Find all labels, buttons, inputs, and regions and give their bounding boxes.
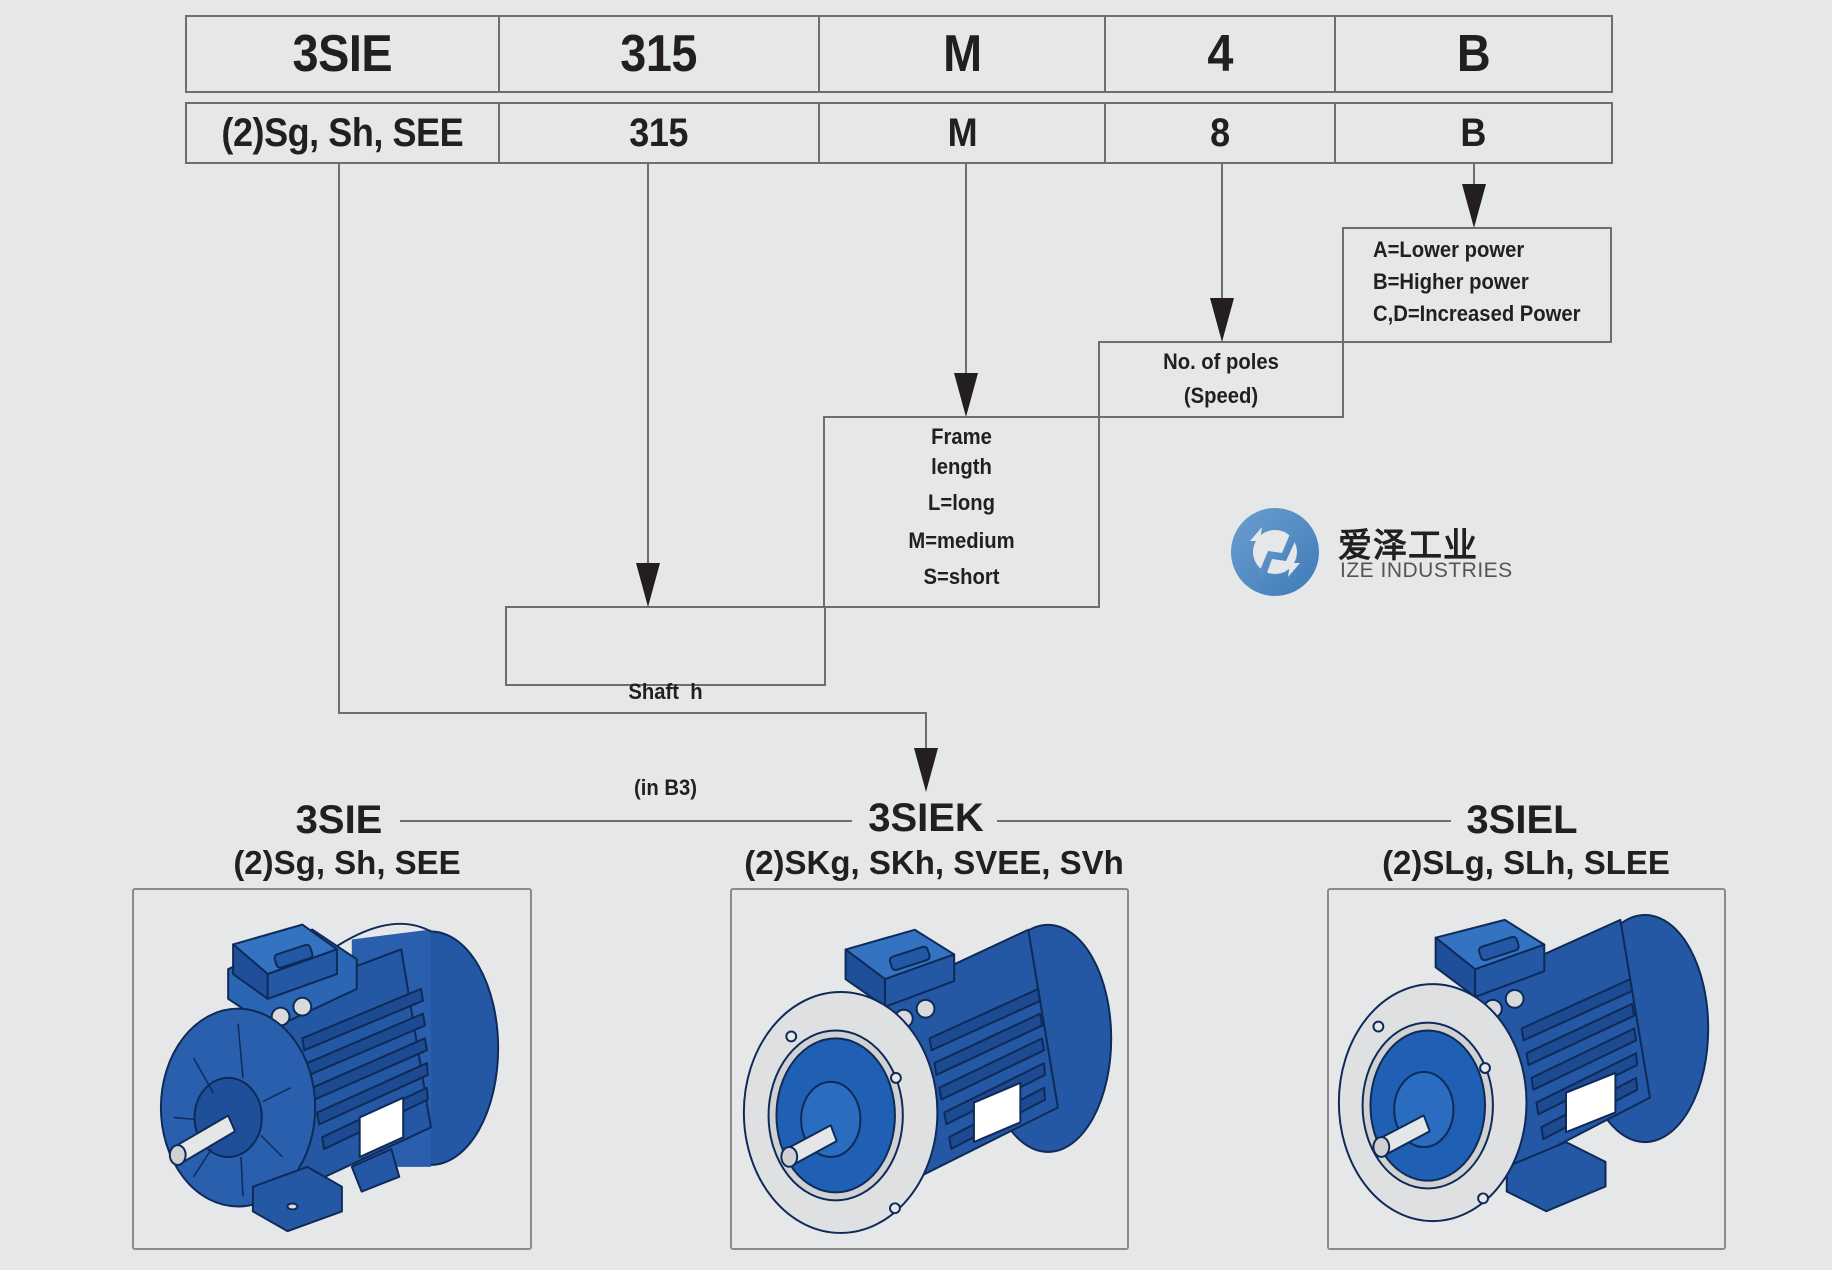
arrow-to-frame bbox=[954, 373, 978, 417]
power-legend: A=Lower power B=Higher power C,D=Increas… bbox=[1373, 234, 1581, 330]
code-poles: 4 bbox=[1105, 16, 1335, 92]
frame-option-medium: M=medium bbox=[908, 528, 1015, 553]
code-poles-value: 4 bbox=[1207, 25, 1233, 83]
poles-label: No. of poles bbox=[1163, 349, 1279, 374]
power-option-a: A=Lower power bbox=[1373, 237, 1525, 262]
code-row-1-frame bbox=[185, 15, 1613, 93]
series-title-3siek: 3SIEK bbox=[868, 796, 984, 840]
code-shaft-height: 315 bbox=[499, 16, 819, 92]
poles-box-frame bbox=[1098, 341, 1344, 418]
code-row-2-frame bbox=[185, 102, 1613, 164]
alt-code-power-value: B bbox=[1460, 110, 1487, 155]
code-series-value: 3SIE bbox=[292, 25, 393, 83]
code-shaft-value: 315 bbox=[620, 25, 698, 83]
shaft-sublabel: (in B3) bbox=[634, 775, 697, 800]
code-power: B bbox=[1335, 16, 1612, 92]
logo-name-en: IZE INDUSTRIES bbox=[1340, 559, 1513, 582]
arrow-to-power bbox=[1462, 184, 1486, 228]
arrow-to-poles bbox=[1210, 298, 1234, 342]
alt-code-poles-value: 8 bbox=[1210, 110, 1230, 155]
code-series: 3SIE bbox=[186, 16, 499, 92]
motor-card-3sie bbox=[132, 888, 532, 1250]
power-box-frame bbox=[1342, 227, 1612, 343]
series-subtitle-3sie: (2)Sg, Sh, SEE bbox=[233, 844, 461, 881]
shaft-legend: Shaft h (in B3) bbox=[519, 612, 812, 836]
motor-card-3siek bbox=[730, 888, 1129, 1250]
power-option-b: B=Higher power bbox=[1373, 269, 1529, 294]
poles-sublabel: (Speed) bbox=[1183, 383, 1259, 408]
series-title-3siel: 3SIEL bbox=[1466, 798, 1578, 842]
alt-code-series: (2)Sg, Sh, SEE bbox=[186, 103, 499, 163]
ize-logo-icon bbox=[1231, 508, 1319, 596]
foot-mounted-motor-icon bbox=[159, 922, 500, 1233]
motor-card-3siel bbox=[1327, 888, 1726, 1250]
code-power-value: B bbox=[1456, 25, 1491, 83]
flange-mounted-motor-icon bbox=[742, 923, 1113, 1234]
frame-box-frame bbox=[823, 416, 1100, 608]
alt-code-frame-value: M bbox=[947, 110, 977, 155]
arrow-to-series bbox=[914, 748, 938, 792]
alt-code-poles: 8 bbox=[1105, 103, 1335, 163]
poles-legend: No. of poles (Speed) bbox=[1109, 345, 1333, 413]
series-title-3sie: 3SIE bbox=[295, 798, 383, 842]
series-subtitle-3siek: (2)SKg, SKh, SVEE, SVh bbox=[744, 844, 1124, 881]
frame-legend: Frame length L=long M=medium S=short bbox=[835, 422, 1088, 592]
logo-name-cn: 爱泽工业 bbox=[1338, 527, 1478, 565]
frame-option-short: S=short bbox=[923, 564, 1000, 589]
code-frame-length: M bbox=[819, 16, 1105, 92]
shaft-box-frame bbox=[505, 606, 826, 686]
alt-code-shaft: 315 bbox=[499, 103, 819, 163]
power-option-cd: C,D=Increased Power bbox=[1373, 301, 1581, 326]
arrow-to-shaft bbox=[636, 563, 660, 607]
alt-code-power: B bbox=[1335, 103, 1612, 163]
frame-label-2: length bbox=[931, 454, 992, 479]
code-frame-value: M bbox=[942, 25, 982, 83]
frame-option-long: L=long bbox=[928, 490, 995, 515]
alt-code-shaft-value: 315 bbox=[629, 110, 689, 155]
shaft-label: Shaft h bbox=[628, 679, 703, 704]
frame-label: Frame bbox=[931, 424, 992, 449]
foot-flange-motor-icon bbox=[1337, 913, 1710, 1223]
alt-code-frame: M bbox=[819, 103, 1105, 163]
series-subtitle-3siel: (2)SLg, SLh, SLEE bbox=[1382, 844, 1670, 881]
alt-code-series-value: (2)Sg, Sh, SEE bbox=[221, 110, 464, 155]
